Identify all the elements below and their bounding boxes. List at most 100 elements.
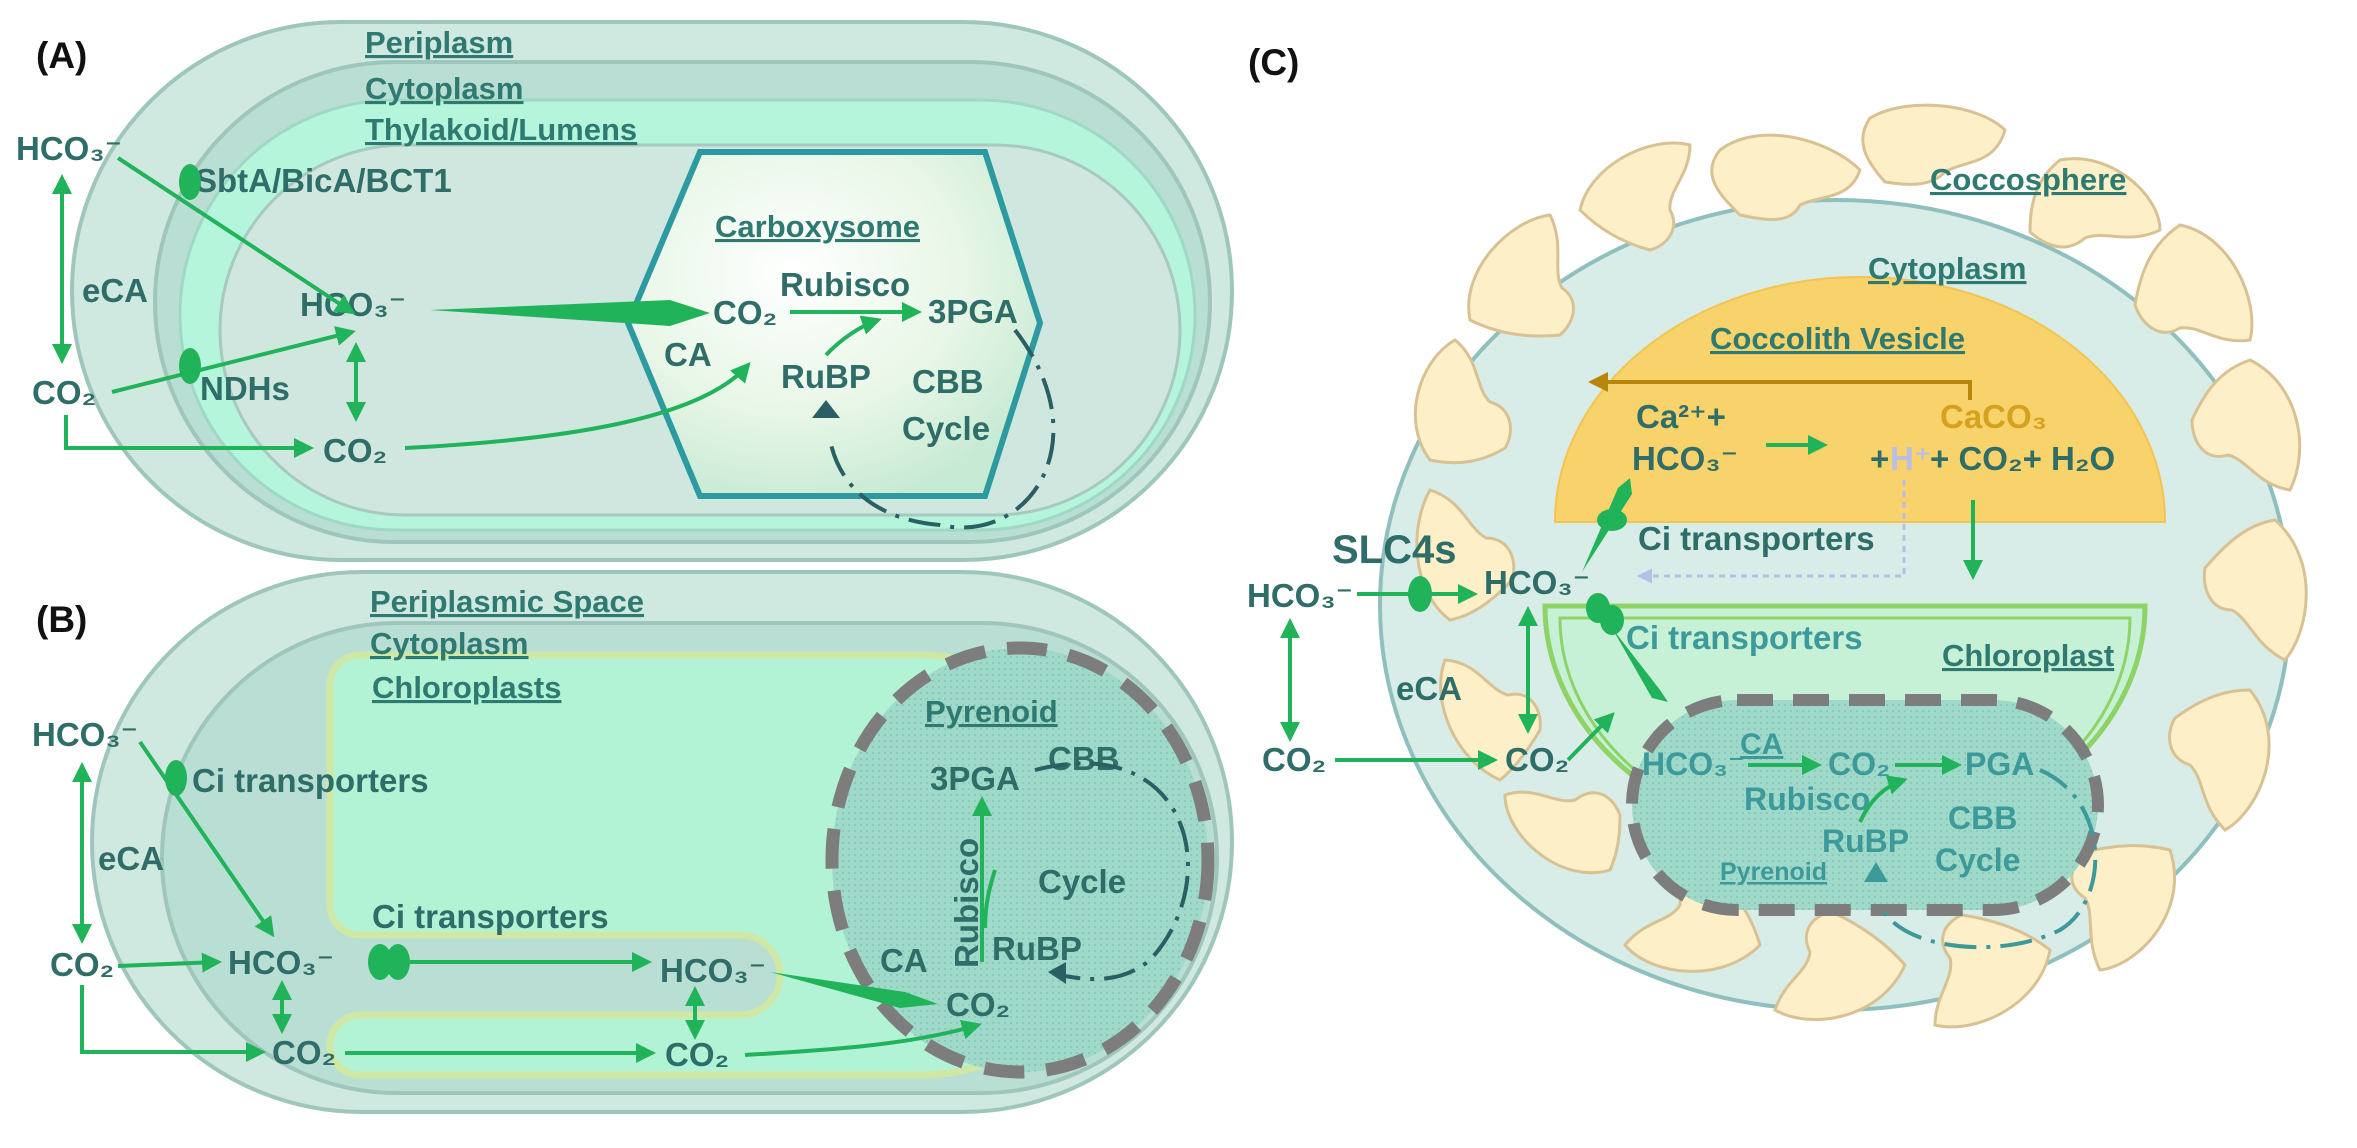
coccolith	[1710, 133, 1862, 221]
b-hco3-chloroplast: HCO₃⁻	[660, 952, 766, 989]
b-ci-transporter-2b	[386, 944, 410, 980]
b-ci-transporter-1	[165, 760, 187, 796]
c-co2-outside: CO₂	[1262, 741, 1326, 778]
a-cbb-cycle-path	[828, 328, 1056, 530]
a-hco3-outside: HCO₃⁻	[16, 130, 122, 167]
b-cycle-label: Cycle	[1038, 863, 1126, 900]
a-rubp-arrow	[824, 315, 882, 357]
c-ci-transporters-label-2: Ci transporters	[1626, 619, 1863, 656]
c-proton-label: H⁺	[1890, 440, 1931, 477]
a-hco3-uptake-arrow	[116, 156, 356, 315]
pyrenoid-label: Pyrenoid	[925, 694, 1058, 729]
c-caco3-export-arrow	[1588, 372, 1972, 400]
coccolith	[1439, 658, 1542, 782]
c-pyrenoid	[1626, 694, 2104, 916]
c-ci-transporters-label-1: Ci transporters	[1638, 520, 1875, 557]
b-co2-chloroplast: CO₂	[665, 1036, 729, 1073]
chloroplasts-label: Chloroplasts	[372, 670, 561, 705]
c-ca-label: CA	[1740, 728, 1783, 761]
coccolith	[2202, 518, 2308, 662]
c-ci-transporter-chloroplast-b	[1600, 605, 1624, 635]
a-ndh-transporter	[179, 348, 201, 384]
coccolith	[2028, 157, 2162, 249]
c-hco3-pyrenoid: HCO₃⁻	[1642, 746, 1745, 782]
b-ci-transporters-label-1: Ci transporters	[192, 762, 429, 799]
thylakoid-label: Thylakoid/Lumens	[365, 112, 637, 147]
coccolith	[1578, 141, 1692, 252]
c-co2-pyrenoid: CO₂	[1828, 746, 1890, 782]
b-hco3-outside: HCO₃⁻	[32, 716, 138, 753]
c-cbb-cycle-arrowhead	[1864, 862, 1888, 882]
coccosphere-label: Coccosphere	[1930, 162, 2126, 197]
b-rubisco-label: Rubisco	[948, 838, 985, 968]
c-hco3-vesicle: HCO₃⁻	[1632, 440, 1738, 477]
a-sbta-transporter	[179, 164, 201, 200]
coccolith	[1413, 338, 1512, 465]
a-hco3-cytoplasm: HCO₃⁻	[300, 286, 406, 323]
panel-label-b: (B)	[36, 599, 87, 640]
c-rubp-arrow	[1858, 775, 1908, 823]
c-hco3-cytoplasm: HCO₃⁻	[1484, 564, 1590, 601]
c-pga-label: PGA	[1965, 746, 2034, 782]
coccolith	[1503, 790, 1622, 875]
slc4s-label: SLC4s	[1332, 528, 1457, 572]
coccolith	[2133, 223, 2254, 343]
panel-a: (A) Periplasm Cytoplasm Thylakoid/Lumens…	[16, 20, 1234, 562]
c-calcium-ion: Ca²⁺+	[1636, 398, 1726, 435]
c-co2-cytoplasm: CO₂	[1505, 741, 1569, 778]
c-hco3-vesicle-arrow	[1582, 478, 1632, 572]
c-reaction-products: + CO₂+ H₂O	[1930, 440, 2115, 477]
b-co2-cytoplasm: CO₂	[272, 1034, 336, 1071]
a-rubisco-label: Rubisco	[780, 266, 910, 303]
b-ci-transporters-label-2: Ci transporters	[372, 898, 609, 935]
coccolith	[2168, 688, 2271, 832]
c-eca-label: eCA	[1396, 670, 1462, 707]
b-cytoplasm-label: Cytoplasm	[370, 626, 528, 661]
c-rubp-label: RuBP	[1822, 823, 1909, 859]
b-ca-label: CA	[880, 942, 928, 979]
c-pyrenoid-label: Pyrenoid	[1720, 858, 1827, 886]
b-co2-to-hco3-arrow	[117, 952, 222, 973]
panel-b: (B) Periplasmic Space Cytoplasm Chloropl…	[32, 570, 1234, 1114]
a-cbb-label: CBB	[912, 363, 984, 400]
periplasmic-space-label: Periplasmic Space	[370, 584, 644, 619]
b-co2-pyrenoid: CO₂	[946, 986, 1010, 1023]
a-ca-label: CA	[664, 336, 712, 373]
coccolith	[1467, 213, 1576, 338]
a-co2-cytoplasm: CO₂	[323, 432, 387, 469]
panel-label-c: (C)	[1248, 42, 1299, 83]
coccolith	[1773, 910, 1907, 1021]
a-eca-label: eCA	[82, 272, 148, 309]
c-cbb-label: CBB	[1948, 800, 2017, 836]
cytoplasm-label: Cytoplasm	[365, 71, 523, 106]
periplasm-label: Periplasm	[365, 25, 513, 60]
coccolith-vesicle	[1553, 276, 2167, 523]
c-cbb-cycle-path	[1878, 768, 2098, 950]
b-eca-label: eCA	[98, 840, 164, 877]
b-co2-pyrenoid-arrow	[744, 1019, 982, 1057]
b-rubp-label: RuBP	[992, 930, 1082, 967]
a-ndh-arrow	[111, 326, 356, 394]
b-rubp-arrow	[983, 869, 997, 929]
c-co2-pyrenoid-arrow	[1566, 712, 1615, 762]
c-cytoplasm-label: Cytoplasm	[1868, 251, 2026, 286]
b-hco3-uptake-arrow	[138, 740, 275, 938]
b-cbb-cycle-path	[1034, 761, 1190, 982]
b-3pga-label: 3PGA	[930, 760, 1020, 797]
a-co2-outside: CO₂	[32, 374, 96, 411]
coccolith-vesicle-label: Coccolith Vesicle	[1710, 321, 1965, 356]
b-hco3-cytoplasm: HCO₃⁻	[228, 944, 334, 981]
b-ci-transporter-2a	[368, 944, 392, 980]
b-co2-outside: CO₂	[50, 946, 114, 983]
coccolith	[2070, 844, 2177, 972]
b-cbb-label: CBB	[1048, 740, 1120, 777]
coccolith	[1861, 103, 2007, 186]
a-co2-diffusion-arrow	[64, 415, 314, 458]
a-ndhs-label: NDHs	[200, 370, 290, 407]
panel-c: (C) Coccosphere Cytoplasm Coccolith Vesi…	[1247, 42, 2308, 1029]
pyrenoid-boundary	[825, 641, 1215, 1079]
coccosphere-coccoliths	[1413, 103, 2308, 1029]
a-3pga-label: 3PGA	[928, 293, 1018, 330]
a-rubp-label: RuBP	[781, 358, 871, 395]
